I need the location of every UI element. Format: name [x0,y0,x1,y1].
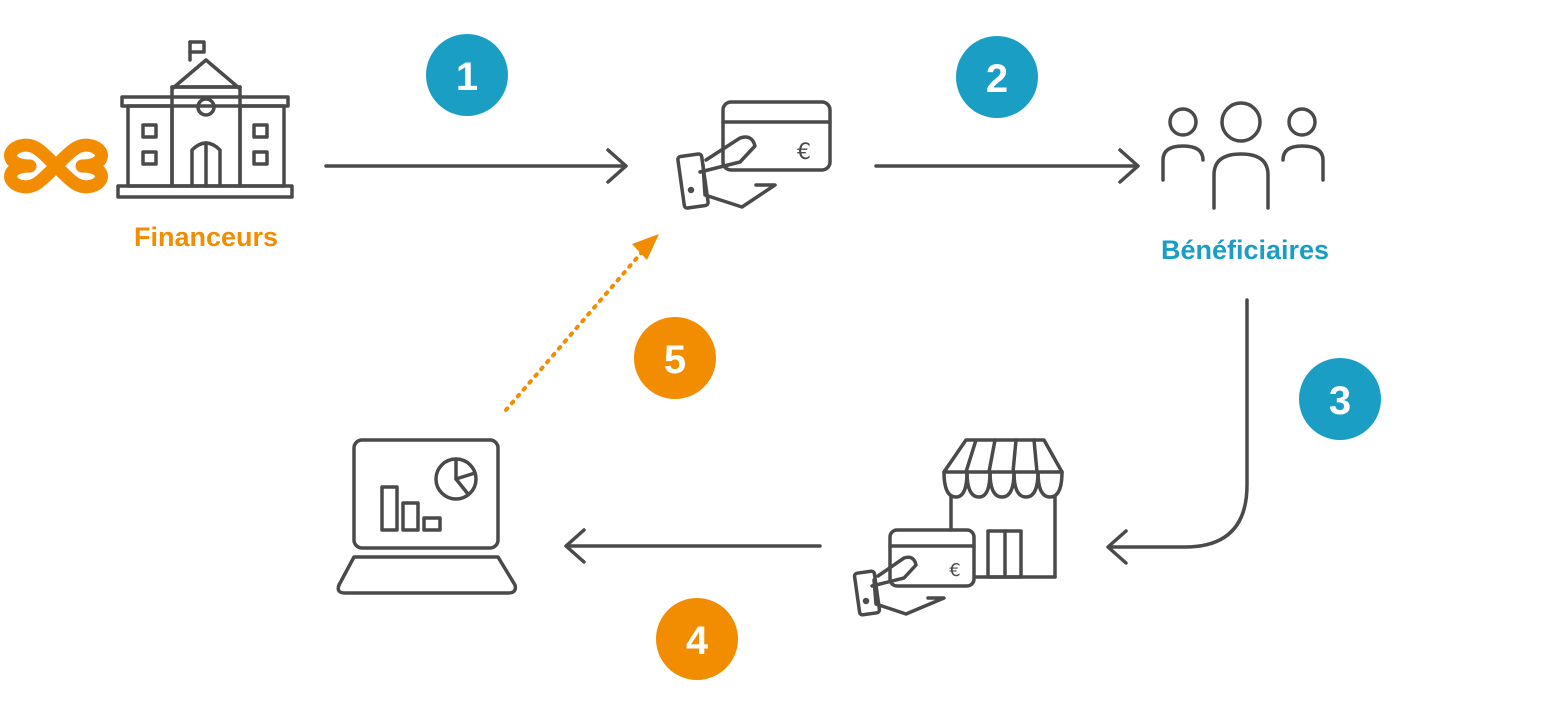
arrow-beneficiaries-to-merchant [1106,298,1249,565]
step-badge-5: 5 [634,317,716,399]
people-group-icon [1161,101,1325,210]
step-circle [656,598,738,680]
arrow-merchant-to-reporting [564,528,822,564]
step-circle [426,34,508,116]
currency-symbol: € [797,140,811,165]
beneficiaries-label: Bénéficiaires [1161,235,1329,265]
step-number: 4 [686,619,709,663]
step-number: 5 [664,338,686,382]
step-number: 2 [986,57,1008,101]
step-circle [956,36,1038,118]
arrow-funders-to-card [324,148,628,184]
shop-card-payment-icon [852,438,1064,617]
laptop-dashboard-icon [336,438,518,595]
step-number: 1 [456,55,478,99]
step-badge-1: 1 [426,34,508,116]
government-building-icon [116,40,294,199]
step-badge-3: 3 [1299,358,1381,440]
step-badge-4: 4 [656,598,738,680]
step-circle [634,317,716,399]
step-badge-2: 2 [956,36,1038,118]
arrow-card-to-beneficiaries [874,148,1140,184]
arrow-reporting-to-card-dotted [504,234,659,412]
step-number: 3 [1329,379,1351,423]
hand-holding-payment-card-icon [676,100,832,210]
funders-label: Financeurs [134,222,278,252]
infinity-logo-icon [4,138,108,194]
step-circle [1299,358,1381,440]
currency-symbol: € [949,560,960,581]
